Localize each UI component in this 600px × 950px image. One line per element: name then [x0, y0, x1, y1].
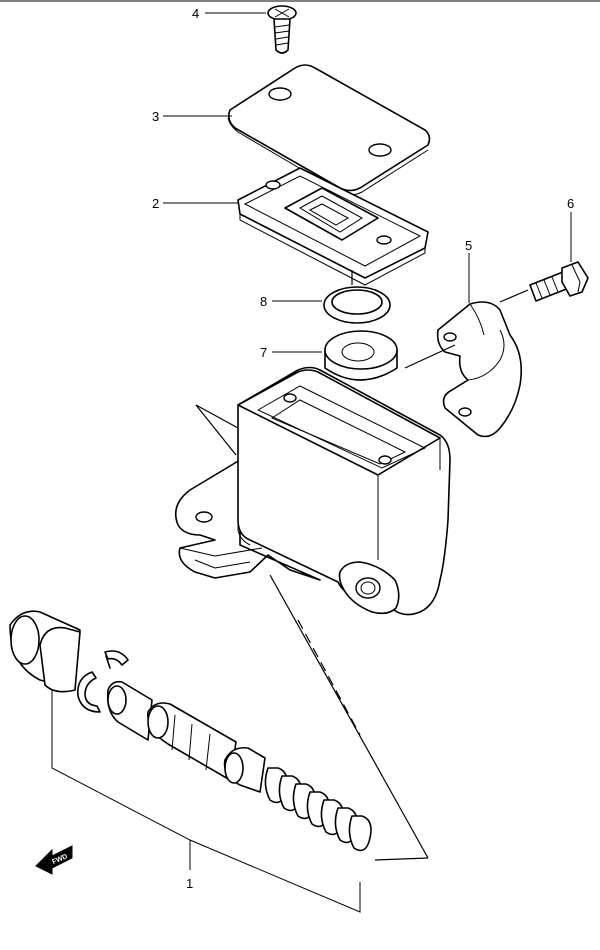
callout-6: 6 [567, 196, 574, 211]
part-8-ring [323, 286, 391, 324]
assembly-lines [195, 270, 529, 861]
part-7-cup [324, 330, 398, 381]
callout-4: 4 [192, 6, 199, 21]
callout-5: 5 [465, 238, 472, 253]
leader-lines [51, 12, 572, 913]
fwd-arrow-icon: FWD [35, 845, 73, 875]
part-1-piston-kit [9, 610, 372, 852]
part-6-bolt [529, 261, 589, 302]
callout-1: 1 [186, 876, 193, 891]
part-2-diaphragm [237, 167, 429, 286]
callout-labels: 1 2 3 4 5 6 7 8 [152, 6, 574, 891]
callout-7: 7 [260, 345, 267, 360]
part-3-reservoir-cap [227, 64, 431, 196]
callout-3: 3 [152, 109, 159, 124]
part-4-screw [267, 5, 297, 54]
part-5-clamp [436, 301, 523, 438]
callout-2: 2 [152, 196, 159, 211]
master-cylinder-body [174, 366, 451, 616]
callout-8: 8 [260, 294, 267, 309]
